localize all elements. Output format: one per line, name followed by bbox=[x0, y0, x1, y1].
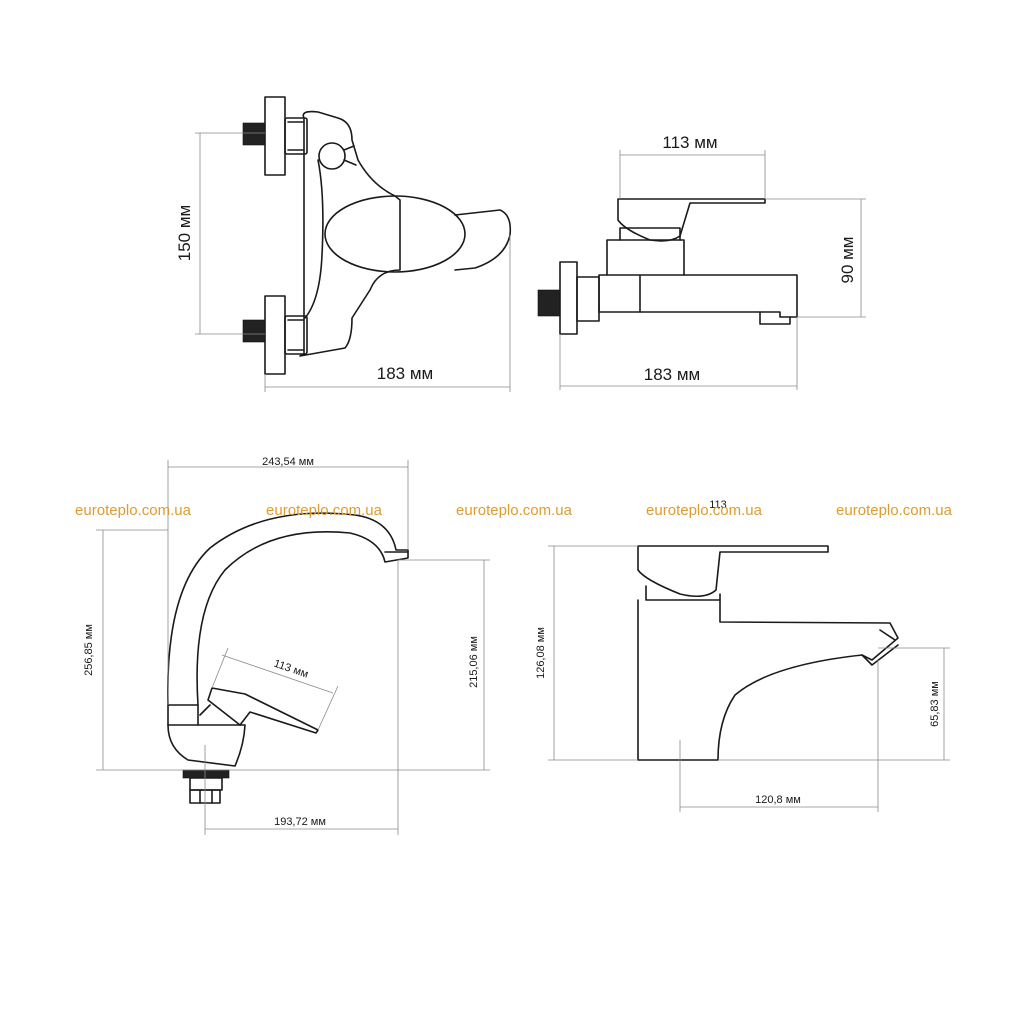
bottom-flange bbox=[264, 295, 286, 375]
bottom-connection bbox=[242, 295, 308, 375]
side-depth-label: 183 мм bbox=[644, 365, 700, 384]
lever bbox=[324, 195, 466, 273]
watermark: euroteplo.com.ua bbox=[456, 502, 573, 519]
tall-body bbox=[167, 704, 246, 767]
tall-handle-length-label: 113 мм bbox=[272, 658, 310, 681]
watermark: euroteplo.com.ua bbox=[75, 502, 192, 519]
tall-spout-height-label: 215,06 мм bbox=[468, 636, 480, 688]
short-handle bbox=[637, 545, 829, 598]
side-handle-length-label: 113 мм bbox=[662, 133, 717, 152]
tall-top-width-label: 243,54 мм bbox=[262, 456, 314, 468]
top-thread bbox=[242, 122, 266, 146]
top-nut bbox=[284, 117, 308, 155]
short-basin-mixer: 126,08 мм 65,83 мм 120,8 мм 113 bbox=[535, 499, 950, 812]
tall-total-height-label: 256,85 мм bbox=[83, 624, 95, 676]
swan-spout bbox=[167, 512, 409, 706]
tall-handle bbox=[207, 687, 319, 734]
mixer-body bbox=[299, 110, 401, 357]
tall-basin-mixer: 243,54 мм 256,85 мм 215,06 мм 113 мм 193… bbox=[83, 456, 490, 835]
short-reach-label: 120,8 мм bbox=[755, 794, 801, 806]
side-thread bbox=[537, 289, 561, 317]
short-cartridge bbox=[645, 585, 721, 601]
short-obscured-label: 113 bbox=[709, 499, 727, 511]
side-cartridge bbox=[606, 239, 685, 276]
bottom-thread bbox=[242, 319, 266, 343]
side-spout-body bbox=[598, 274, 798, 318]
bottom-nut bbox=[284, 315, 308, 355]
wall-mixer-front-view: 150 мм 183 мм bbox=[175, 96, 512, 392]
watermark-row: euroteplo.com.ua euroteplo.com.ua eurote… bbox=[75, 502, 953, 519]
short-height-label: 126,08 мм bbox=[535, 627, 547, 679]
top-flange bbox=[264, 96, 286, 176]
watermark: euroteplo.com.ua bbox=[836, 502, 953, 519]
tall-reach-label: 193,72 мм bbox=[274, 816, 326, 828]
side-flange bbox=[559, 261, 578, 335]
tall-handle-dimension-line bbox=[221, 654, 334, 694]
front-height-label: 150 мм bbox=[175, 205, 194, 261]
watermark: euroteplo.com.ua bbox=[266, 502, 383, 519]
front-width-label: 183 мм bbox=[377, 364, 433, 383]
diverter-knob bbox=[318, 142, 346, 170]
tall-base-ring bbox=[182, 769, 230, 779]
side-handle bbox=[617, 198, 766, 242]
side-height-label: 90 мм bbox=[838, 236, 857, 283]
top-connection bbox=[242, 96, 308, 176]
wall-mixer-side-view: 113 мм 90 мм 183 мм bbox=[537, 133, 866, 390]
watermark: euroteplo.com.ua bbox=[646, 502, 763, 519]
short-spout-height-label: 65,83 мм bbox=[929, 681, 941, 727]
short-body bbox=[637, 599, 899, 761]
side-nut bbox=[576, 276, 600, 322]
